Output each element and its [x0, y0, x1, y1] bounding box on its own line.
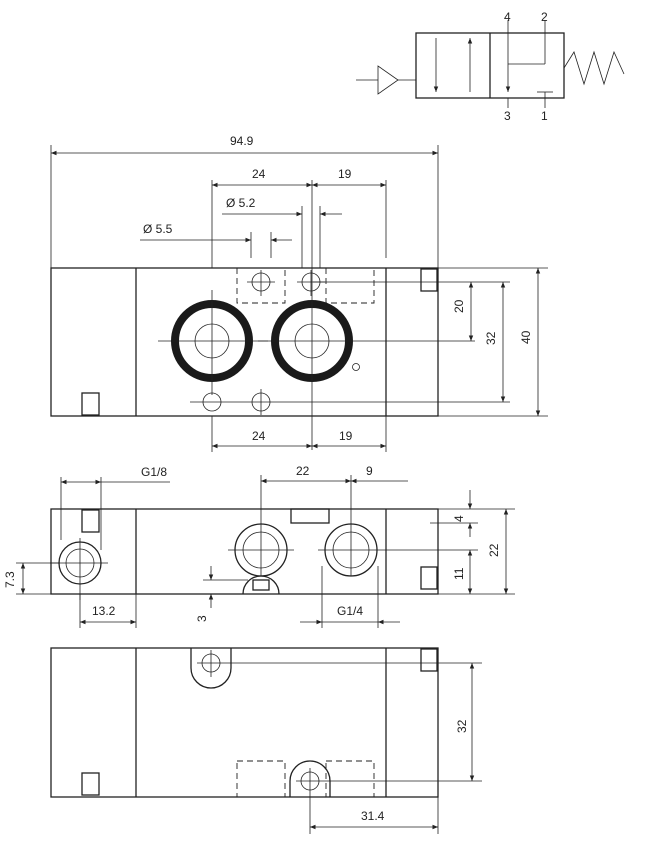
thread-g1-4: G1/4 [337, 604, 363, 618]
dim-7-3: 7.3 [3, 571, 17, 588]
port-3-label: 3 [504, 109, 511, 123]
valve-symbol: 4 2 3 1 [356, 10, 625, 123]
dim-4: 4 [452, 515, 466, 522]
bottom-view: 32 31.4 [50, 647, 482, 834]
dim-20: 20 [452, 299, 466, 313]
dim-9: 9 [366, 464, 373, 478]
dim-22-horizontal: 22 [296, 464, 310, 478]
side-view: G1/8 22 9 4 11 22 7.3 13.2 3 G1/4 [3, 464, 515, 628]
dim-dia-5-5: Ø 5.5 [143, 222, 173, 236]
dim-40: 40 [519, 330, 533, 344]
port-4-label: 4 [504, 10, 511, 24]
thread-g1-8: G1/8 [141, 465, 167, 479]
dim-22-vertical: 22 [487, 543, 501, 557]
dim-lower-19: 19 [339, 429, 353, 443]
dim-upper-19: 19 [338, 167, 352, 181]
dim-32-bottom: 32 [455, 719, 469, 733]
dim-overall-width: 94.9 [230, 134, 254, 148]
dim-dia-5-2: Ø 5.2 [226, 196, 256, 210]
top-view: 94.9 24 19 Ø 5.2 Ø 5.5 20 32 40 24 19 [50, 134, 548, 452]
dim-32: 32 [484, 331, 498, 345]
dim-upper-24: 24 [252, 167, 266, 181]
dim-3: 3 [195, 615, 209, 622]
dim-11: 11 [452, 567, 466, 580]
dim-lower-24: 24 [252, 429, 266, 443]
dim-31-4: 31.4 [361, 809, 385, 823]
port-1-label: 1 [541, 109, 548, 123]
port-2-label: 2 [541, 10, 548, 24]
dim-13-2: 13.2 [92, 604, 116, 618]
